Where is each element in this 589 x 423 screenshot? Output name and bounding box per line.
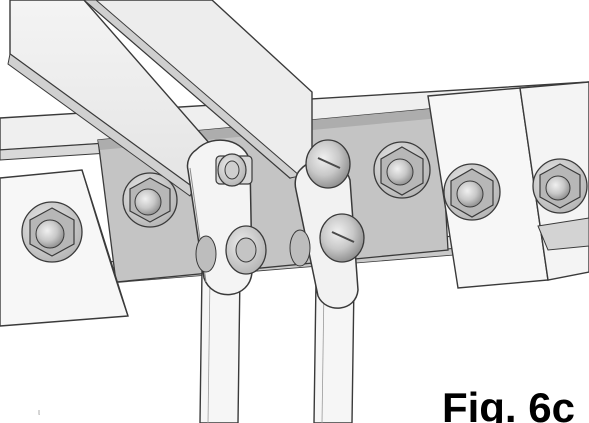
hex-bolt-right [443, 163, 501, 221]
stray-mark: ι [38, 407, 40, 417]
hex-bolt-left [21, 201, 83, 263]
right-shelf [537, 217, 589, 251]
round-screw-lower [319, 213, 365, 263]
diagonal-beam-outer [7, 0, 225, 197]
diagonal-beam-inner [82, 0, 313, 179]
hex-bolt-inner-left [122, 172, 178, 228]
hex-bolt-far-right [532, 158, 588, 214]
nut-hidden-left [195, 235, 217, 273]
nut-hidden-right [289, 229, 311, 267]
round-screw-upper [305, 139, 351, 189]
hex-bolt-center-right [373, 141, 431, 199]
figure-label: Fig. 6c [441, 384, 575, 423]
pivot-pin-upper [215, 153, 253, 187]
pivot-pin-lower [225, 225, 267, 275]
